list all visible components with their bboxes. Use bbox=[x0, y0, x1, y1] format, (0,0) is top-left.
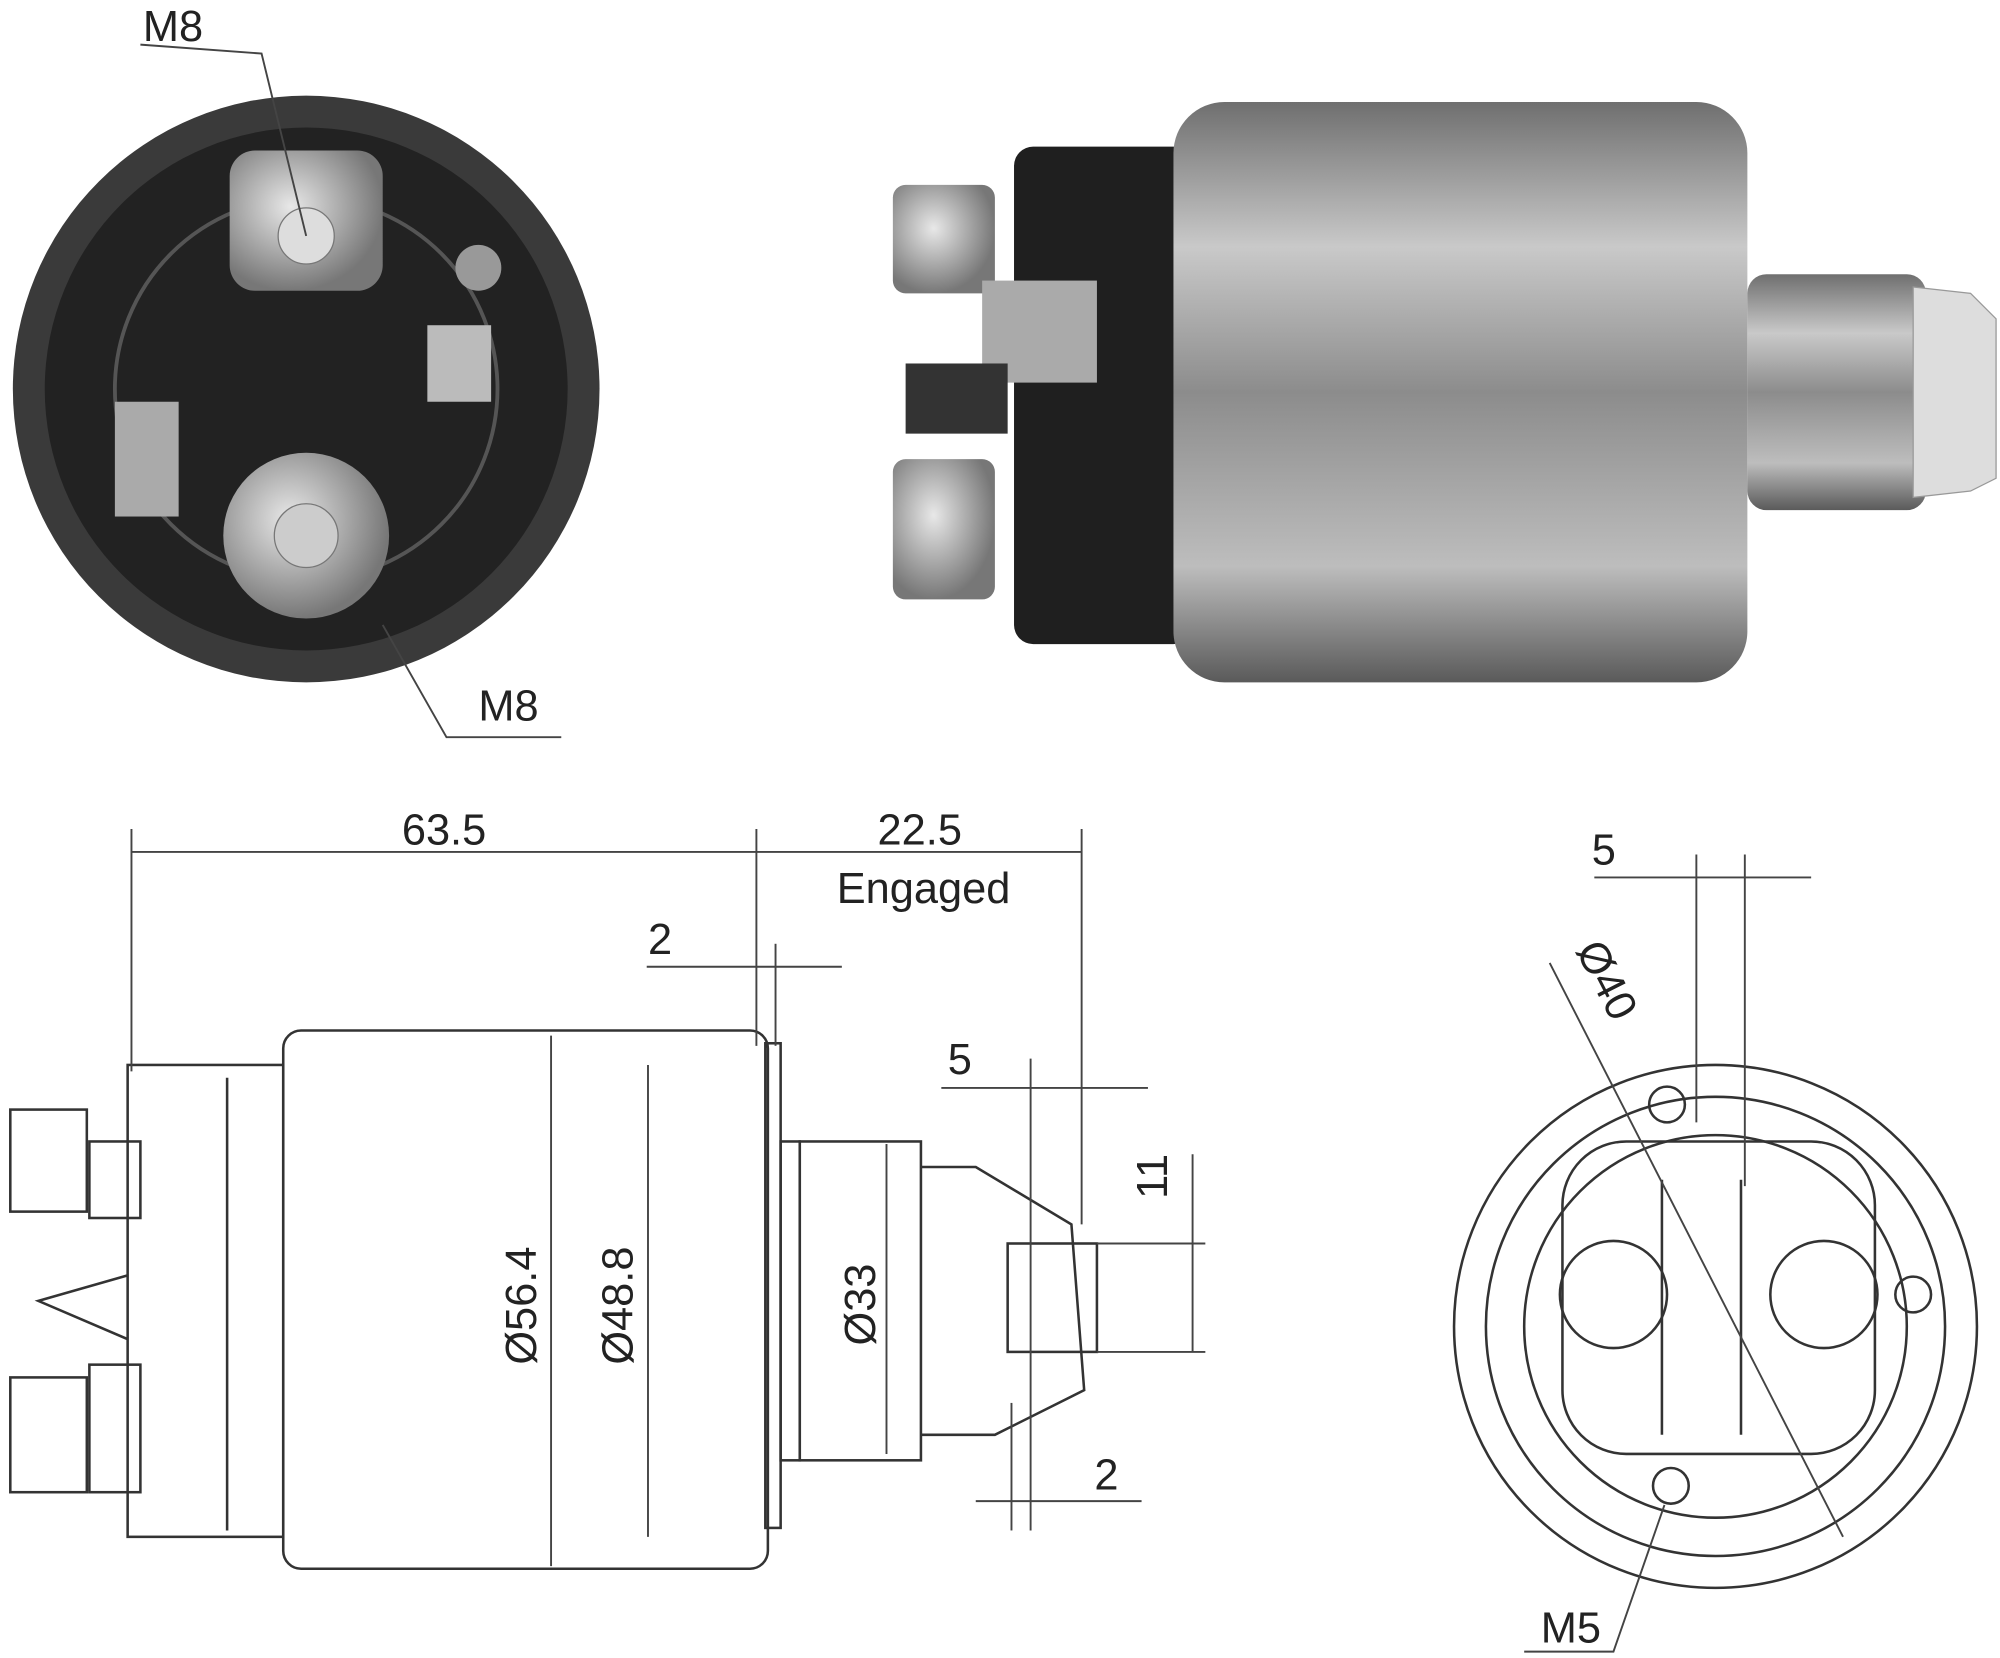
end-drawing bbox=[1452, 854, 1979, 1653]
side-drawing bbox=[9, 1029, 1099, 1570]
dimension-lines bbox=[130, 829, 1206, 1567]
leader-thread-bottom bbox=[381, 624, 562, 739]
overall-length-dim: 63.5 bbox=[402, 806, 486, 854]
nut-lower bbox=[892, 459, 995, 600]
tip-thickness-dim: 2 bbox=[1094, 1452, 1118, 1500]
mount-hole bbox=[1651, 1466, 1690, 1505]
bolt-circle-dim: Ø40 bbox=[1566, 933, 1646, 1028]
flange-thickness-dim: 2 bbox=[648, 916, 672, 964]
mount-hole bbox=[1647, 1085, 1687, 1124]
mount-hole bbox=[1894, 1275, 1933, 1314]
body-diameter-dim: Ø56.4 bbox=[498, 1247, 546, 1365]
thread-bottom-label: M8 bbox=[478, 683, 538, 731]
thread-top-label: M8 bbox=[143, 3, 203, 51]
stroke-length-dim: 22.5 bbox=[878, 806, 962, 854]
end-view-photo bbox=[12, 95, 600, 683]
mount-thread-label: M5 bbox=[1541, 1605, 1601, 1653]
side-view-photo bbox=[892, 102, 1997, 683]
plunger-step-dim: 5 bbox=[948, 1036, 972, 1084]
nut-upper bbox=[892, 184, 995, 294]
neck-diameter-dim: Ø33 bbox=[837, 1264, 885, 1346]
inner-diameter-dim: Ø48.8 bbox=[595, 1247, 643, 1365]
stroke-note: Engaged bbox=[837, 865, 1011, 913]
hole-offset-dim: 5 bbox=[1592, 827, 1616, 875]
plunger-height-dim: 11 bbox=[1129, 1154, 1177, 1199]
leader-thread-top bbox=[140, 43, 308, 237]
